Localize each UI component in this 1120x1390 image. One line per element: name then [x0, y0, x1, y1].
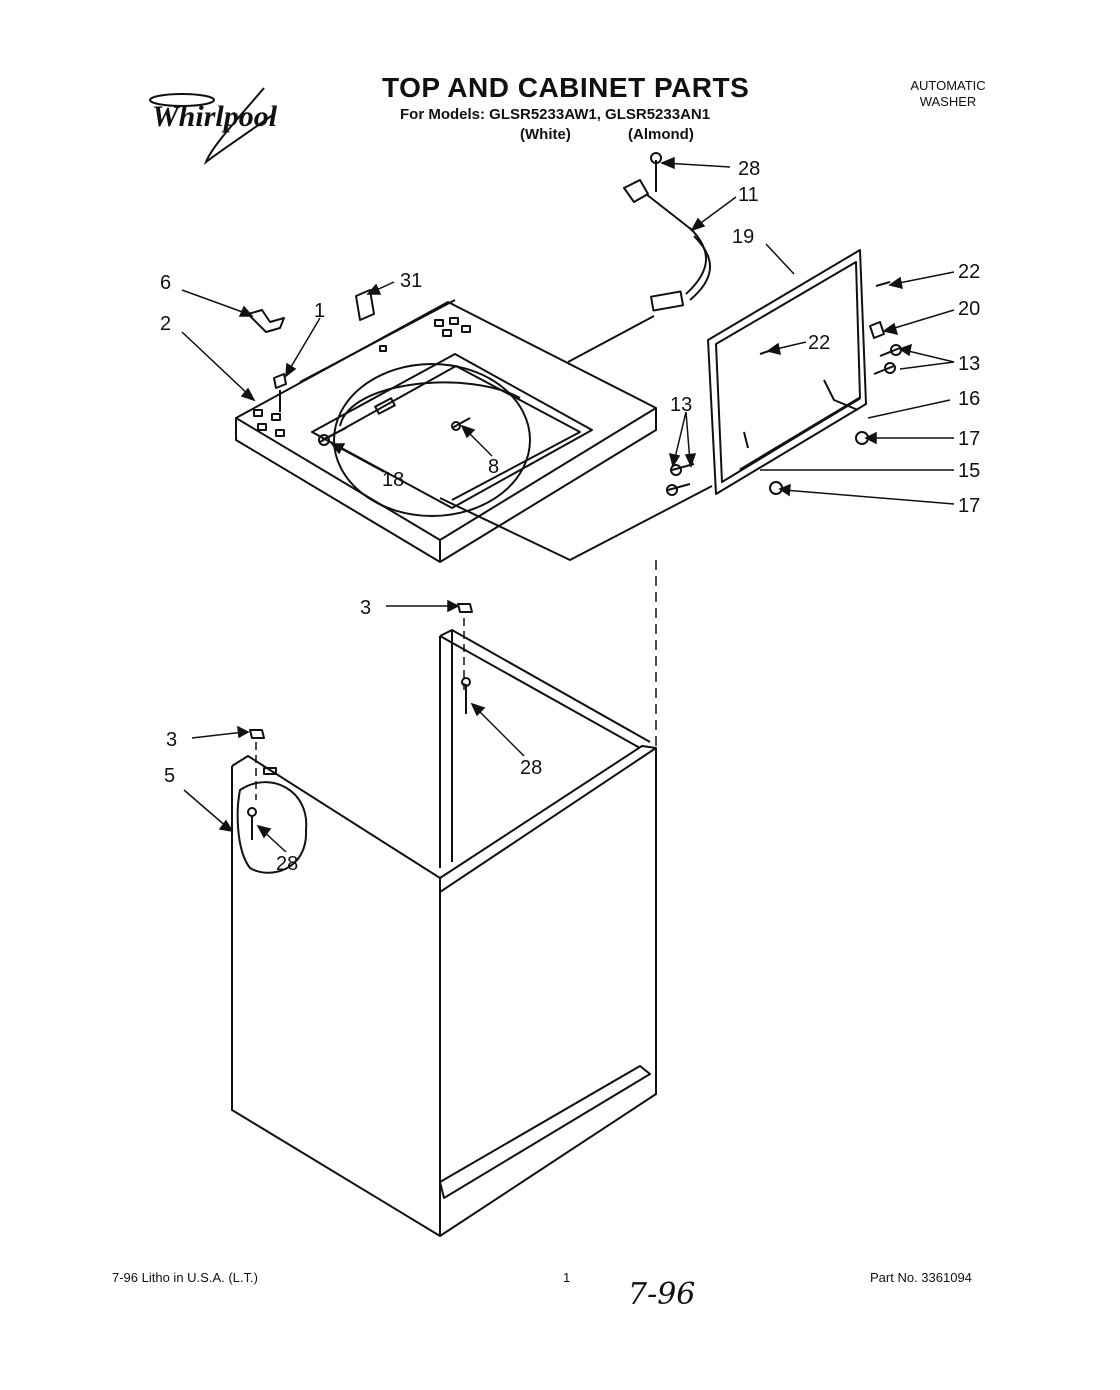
callout-22-lower: 22 — [808, 332, 830, 354]
handwritten-date: 7-96 — [628, 1277, 695, 1312]
callout-20: 20 — [958, 298, 980, 320]
product-type-line1: AUTOMATIC — [910, 78, 986, 93]
callout-17-upper: 17 — [958, 428, 980, 450]
callout-15: 15 — [958, 460, 980, 482]
callout-6: 6 — [160, 272, 171, 294]
callout-3-rear: 3 — [360, 597, 371, 619]
leader-lines — [181, 156, 955, 853]
litho-note: 7-96 Litho in U.S.A. (L.T.) — [112, 1270, 258, 1285]
callout-11: 11 — [738, 184, 759, 206]
washer-top-panel — [235, 299, 713, 563]
color-white-label: (White) — [520, 126, 571, 143]
callout-28-top: 28 — [738, 158, 760, 180]
callout-13-left: 13 — [670, 394, 692, 416]
callout-labels: 28 11 19 22 20 22 13 16 13 17 15 17 6 31… — [160, 158, 980, 875]
callout-22-upper: 22 — [958, 261, 980, 283]
callout-18: 18 — [382, 469, 404, 491]
whirlpool-logo — [149, 87, 275, 166]
callout-19: 19 — [732, 226, 754, 248]
product-type-line2: WASHER — [919, 94, 977, 109]
callout-16: 16 — [958, 388, 980, 410]
callout-28-cabinet: 28 — [520, 757, 542, 779]
callout-13-right: 13 — [958, 353, 980, 375]
callout-17-lower: 17 — [958, 495, 980, 517]
washer-cabinet — [231, 560, 657, 1237]
top-clips — [247, 289, 375, 412]
page-title: TOP AND CABINET PARTS — [382, 72, 750, 103]
callout-28-cutaway: 28 — [276, 853, 298, 875]
callout-5: 5 — [164, 765, 175, 787]
callout-2: 2 — [160, 313, 171, 335]
callout-31: 31 — [400, 270, 422, 292]
lid-switch-harness — [623, 152, 711, 312]
callout-3-front: 3 — [166, 729, 177, 751]
callout-8: 8 — [488, 456, 499, 478]
models-line: For Models: GLSR5233AW1, GLSR5233AN1 — [400, 106, 711, 123]
brand-logo-text: Whirlpool — [152, 100, 278, 133]
callout-1: 1 — [314, 300, 325, 322]
page-number: 1 — [563, 1270, 571, 1285]
part-number: Part No. 3361094 — [870, 1270, 972, 1285]
color-almond-label: (Almond) — [628, 126, 694, 143]
